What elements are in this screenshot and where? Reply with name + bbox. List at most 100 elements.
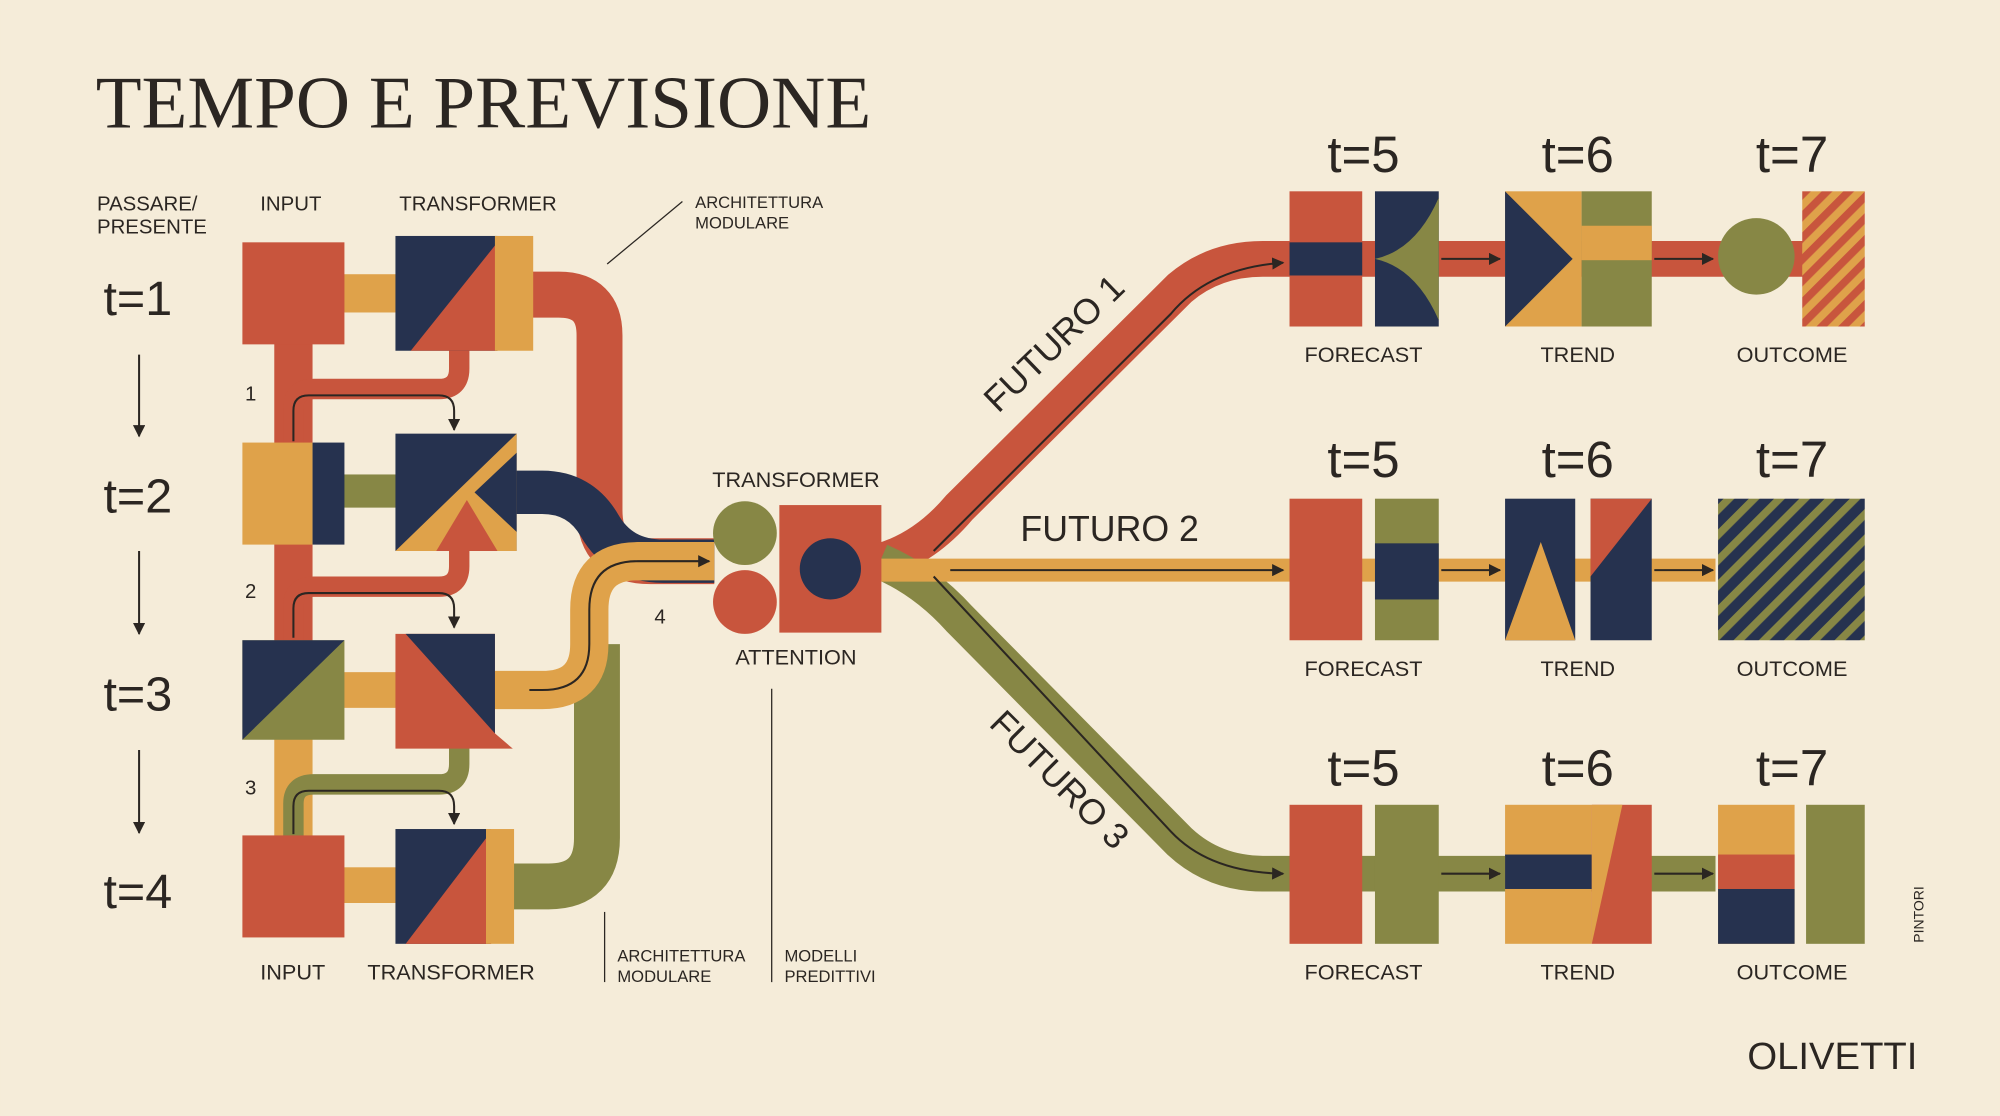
forecast-right (1374, 804, 1439, 944)
header-modular-arch-line2: MODULARE (695, 213, 789, 232)
input-block-3-triangle (242, 640, 345, 740)
transformer-2-wedge (395, 433, 517, 551)
future-1-time-6: t=6 (1542, 126, 1614, 183)
skip-arrow-1 (292, 394, 461, 442)
forecast-band (1289, 242, 1363, 276)
input-block-2-left (242, 442, 313, 545)
footer-predictive-models-line2: PREDITTIVI (784, 967, 875, 986)
future-2-row: t=5 t=6 t=7 FORECAST TREND OUTCOME (950, 431, 1865, 681)
future-3-outcome-block (1718, 804, 1865, 944)
future-3-time-7: t=7 (1756, 740, 1828, 797)
future-3-stage-forecast: FORECAST (1304, 960, 1422, 985)
future-1-stage-forecast: FORECAST (1304, 342, 1422, 367)
poster-title: TEMPO E PREVISIONE (96, 63, 871, 145)
forecast-left (1289, 804, 1363, 944)
transformer-2-notch (474, 452, 517, 532)
future-2-time-6: t=6 (1542, 431, 1614, 488)
connection-number-3: 3 (245, 778, 256, 800)
skip-band-1 (283, 346, 470, 447)
future-2-stage-trend: TREND (1540, 656, 1615, 681)
header-past-present-line1: PASSARE/ (97, 193, 198, 215)
trend-band (1505, 854, 1592, 889)
footer-predictive-models-line1: MODELLI (784, 947, 857, 966)
future-1-trend-block (1505, 191, 1652, 327)
hub-red-circle (713, 570, 777, 634)
forecast-flare (1374, 197, 1439, 321)
input-block-2 (242, 442, 345, 545)
outcome-hatch (1802, 191, 1865, 327)
header-transformer: TRANSFORMER (399, 193, 556, 215)
footer-modular-arch-line2: MODULARE (617, 967, 711, 986)
connector-row-2 (341, 474, 398, 508)
skip-band-2 (283, 548, 470, 645)
outcome-bottom (1718, 888, 1795, 944)
trend-play-shape (1505, 191, 1573, 327)
future-3-stage-outcome: OUTCOME (1737, 960, 1848, 985)
trend-band (1581, 225, 1652, 261)
header-past-present-line2: PRESENTE (97, 216, 207, 238)
future-1-forecast-block (1289, 191, 1439, 327)
hub-attention-label: ATTENTION (735, 644, 856, 669)
transformer-block-4 (395, 829, 515, 944)
input-block-1 (242, 242, 345, 345)
transformer-block-3 (395, 633, 513, 749)
time-step-1: t=1 (103, 272, 172, 326)
trend-triangle (1505, 542, 1576, 641)
forecast-left (1289, 498, 1363, 641)
transformer-block-2 (395, 433, 517, 551)
connection-number-4: 4 (654, 607, 665, 629)
future-3-time-5: t=5 (1327, 740, 1399, 797)
outcome-circle (1718, 218, 1795, 295)
future-1-pipe (874, 241, 1863, 579)
header-input: INPUT (260, 193, 321, 215)
header-modular-arch-line1: ARCHITETTURA (695, 193, 824, 212)
outcome-right (1806, 804, 1865, 944)
transformer-blocks (395, 235, 534, 944)
future-2-time-5: t=5 (1327, 431, 1399, 488)
leader-line (606, 201, 683, 265)
future-1-row: t=5 t=6 t=7 FORECAST TREND OUTCOME (932, 126, 1865, 552)
artist-credit: PINTORI (1910, 886, 1926, 943)
time-axis: t=1 t=2 t=3 t=4 (103, 272, 172, 919)
future-3-forecast-block (1289, 804, 1439, 944)
future-3-trend-block (1505, 804, 1652, 944)
transformer-1-triangle (410, 242, 498, 351)
future-1-stage-trend: TREND (1540, 342, 1615, 367)
future-2-forecast-block (1289, 498, 1439, 641)
skip-arrow-2 (292, 592, 461, 638)
transformer-1-strip (494, 235, 534, 351)
future-1-main-arrow (932, 257, 1285, 552)
row-connectors (341, 274, 398, 904)
future-2-stage-forecast: FORECAST (1304, 656, 1422, 681)
outcome-band (1718, 854, 1795, 889)
future-1-time-7: t=7 (1756, 126, 1828, 183)
footer-labels: INPUT TRANSFORMER ARCHITETTURA MODULARE … (260, 688, 876, 986)
future-2-trend-block (1505, 498, 1652, 641)
input-block-3 (242, 640, 345, 740)
future-1-stage-outcome: OUTCOME (1737, 342, 1848, 367)
merge-arrow (529, 555, 711, 692)
input-blocks (242, 242, 345, 938)
input-block-4 (242, 835, 345, 938)
transformer-2-triangle (436, 499, 498, 551)
flow-arrows-left: 1 2 3 4 (245, 383, 711, 835)
future-2-stage-outcome: OUTCOME (1737, 656, 1848, 681)
connector-row-1 (341, 274, 398, 313)
future-3-main-arrow (932, 575, 1285, 880)
transformer-block-1 (395, 235, 534, 351)
time-step-2: t=2 (103, 470, 172, 524)
trend-sliver (1591, 804, 1623, 944)
skip-arrow-3 (292, 789, 461, 835)
attention-hub: TRANSFORMER ATTENTION (712, 467, 882, 669)
connector-row-4 (341, 867, 398, 904)
input-block-2-right (312, 442, 345, 545)
connection-number-1: 1 (245, 383, 256, 405)
brand-name: OLIVETTI (1747, 1035, 1917, 1078)
hub-olive-circle (713, 501, 777, 566)
transformer-4-strip (486, 829, 515, 944)
forecast-band (1374, 543, 1439, 600)
footer-modular-arch-line1: ARCHITETTURA (617, 947, 746, 966)
skip-band-3 (283, 746, 470, 840)
transformer-3-triangle (405, 633, 495, 734)
future-3-stage-trend: TREND (1540, 960, 1615, 985)
